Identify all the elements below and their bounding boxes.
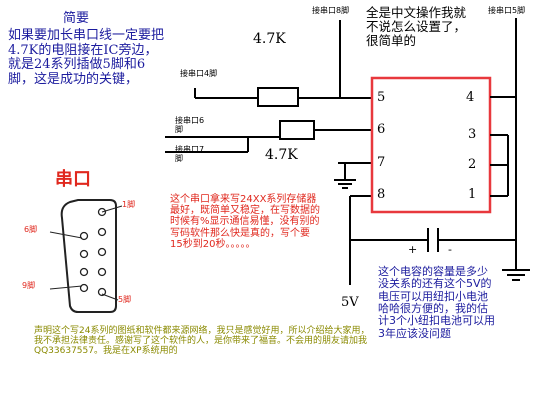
db9-hole-4 — [97, 267, 107, 277]
eeprom-chip-body — [370, 76, 492, 214]
label-pin5: 接串口5脚 — [488, 6, 526, 15]
chip-pin-7: 7 — [377, 155, 386, 170]
db9-label-pin9: 9脚 — [22, 281, 36, 290]
db9-label-pin5: 5脚 — [118, 295, 132, 304]
db9-label-pin1: 1脚 — [122, 200, 136, 209]
ground-symbol-left — [334, 179, 356, 189]
db9-pin6-leader — [49, 231, 83, 239]
capacitor-plus: + — [408, 243, 418, 256]
label-5v: 5V — [341, 295, 359, 310]
chip-pin-3: 3 — [468, 127, 477, 142]
serial-heading: 串口 — [55, 169, 91, 190]
label-r-top: 4.7K — [253, 31, 286, 47]
db9-hole-1 — [97, 207, 107, 217]
db9-hole-7 — [79, 249, 89, 259]
label-pin8: 接串口8脚 — [312, 6, 350, 15]
label-pin4: 接串口4脚 — [180, 69, 218, 78]
chip-pin-1: 1 — [468, 187, 477, 202]
db9-hole-6 — [79, 231, 89, 241]
db9-connector-shell — [60, 199, 117, 313]
ground-symbol-right — [502, 269, 530, 281]
db9-label-pin6: 6脚 — [24, 225, 38, 234]
label-r-bottom: 4.7K — [265, 147, 298, 163]
db9-pin-holes — [79, 207, 107, 297]
resistor-r2 — [279, 120, 315, 140]
capacitor-minus: - — [448, 243, 452, 256]
chip-pin-2: 2 — [468, 157, 477, 172]
chip-pin-4: 4 — [466, 90, 475, 105]
label-pin7: 接串口7 脚 — [175, 145, 205, 163]
db9-hole-3 — [97, 247, 107, 257]
resistor-r1 — [257, 87, 299, 107]
chip-pin-5: 5 — [377, 90, 386, 105]
software-note: 这个串口拿来写24XX系列存储器最好，既简单又稳定，在写数据的时候有%显示通信易… — [170, 194, 320, 250]
db9-hole-5 — [97, 287, 107, 297]
label-pin6: 接串口6 脚 — [175, 116, 205, 134]
db9-pin9-leader — [49, 285, 83, 290]
notes-title: 简要 — [63, 11, 90, 26]
db9-hole-8 — [79, 267, 89, 277]
db9-hole-2 — [97, 227, 107, 237]
chip-pin-6: 6 — [377, 122, 386, 137]
chinese-ui-note: 全是中文操作我就不说怎么设置了，很简单的 — [366, 5, 467, 48]
disclaimer-note: 声明这个写24系列的图纸和软件都来源网络，我只是感觉好用，所以介绍给大家用，我不… — [34, 326, 370, 357]
capacitor-note: 这个电容的容量是多少没关系的还有这个5V的电压可以用纽扣小电池哈哈很方便的，我的… — [378, 265, 495, 340]
notes-intro: 如果要加长串口线一定要把4.7K的电阻接在IC旁边，就是24系列插做5脚和6脚，… — [8, 28, 165, 87]
chip-pin-8: 8 — [377, 187, 386, 202]
db9-hole-9 — [79, 283, 89, 293]
